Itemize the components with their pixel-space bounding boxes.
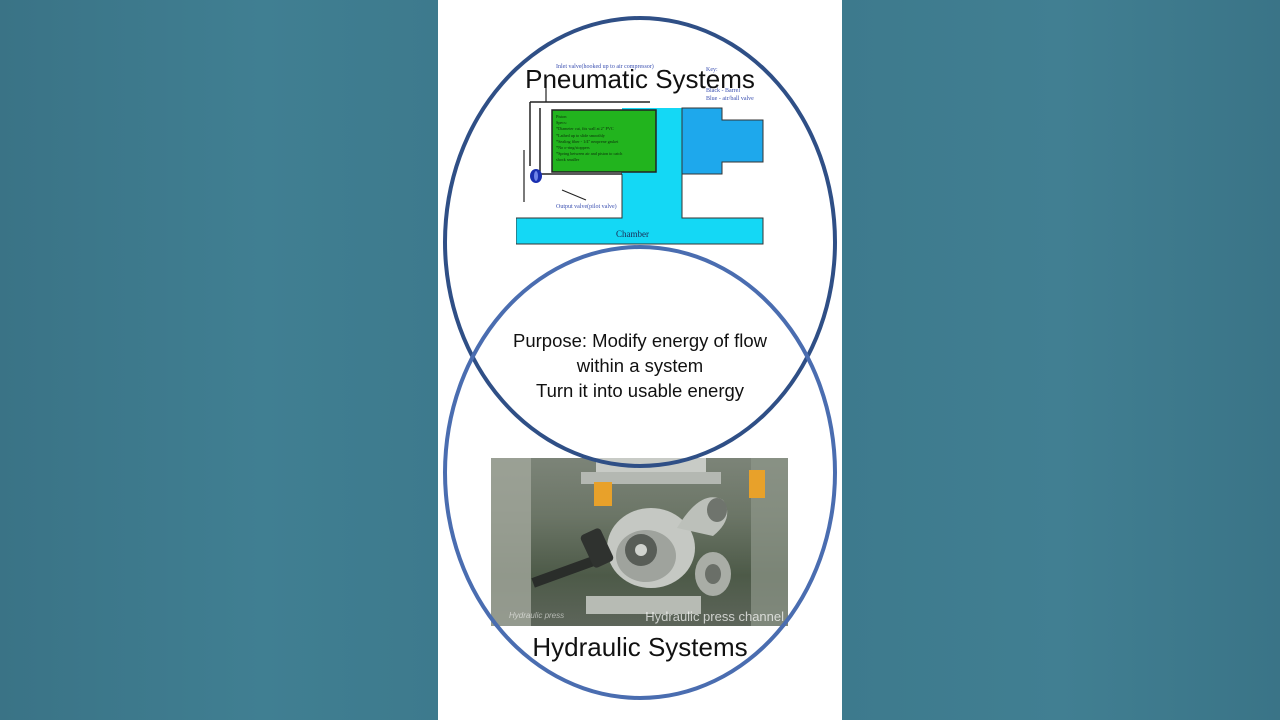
purpose-text: Purpose: Modify energy of flow within a … bbox=[490, 328, 790, 403]
background-left bbox=[0, 0, 438, 720]
hydraulic-title: Hydraulic Systems bbox=[532, 632, 748, 662]
purpose-line: Turn it into usable energy bbox=[535, 380, 745, 401]
purpose-line: within a system bbox=[576, 355, 704, 376]
slide: Inlet valve(hooked up to air compressor)… bbox=[438, 0, 842, 720]
purpose-line: Purpose: Modify energy of flow bbox=[513, 330, 767, 351]
hydraulic-circle bbox=[443, 245, 837, 700]
background-right bbox=[842, 0, 1280, 720]
pneumatic-title: Pneumatic Systems bbox=[525, 64, 755, 94]
